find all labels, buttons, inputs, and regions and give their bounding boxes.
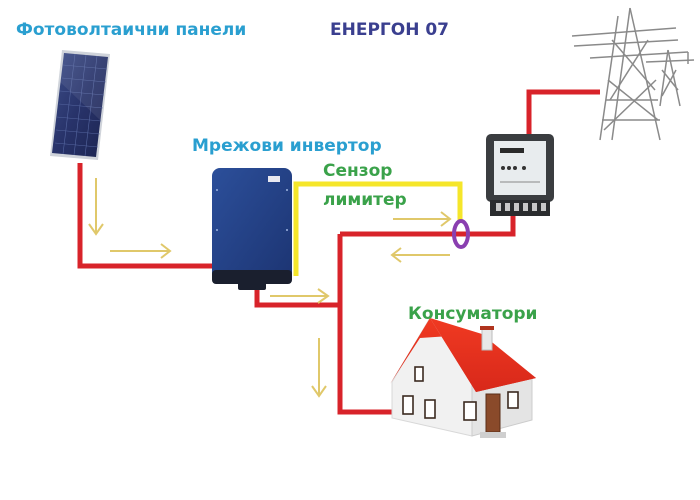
inverter-icon — [212, 168, 292, 290]
bus-to-meter-line — [340, 212, 516, 237]
arrow-right-icon — [110, 243, 172, 259]
solar-panel-icon — [50, 50, 110, 160]
arrow-right-icon — [270, 288, 330, 304]
diagram-title: ЕНЕРГОН 07 — [330, 20, 449, 40]
pv-panels-label: Фотоволтаични панели — [16, 20, 247, 40]
power-tower-icon — [571, 7, 695, 141]
inverter-label: Мрежови инвертор — [192, 136, 382, 156]
power-lines — [77, 89, 600, 415]
inverter-output-line — [254, 285, 340, 308]
consumers-label: Консуматори — [408, 304, 538, 324]
arrow-left-icon — [390, 247, 450, 263]
sensor-label-line1: Сензор — [323, 161, 393, 181]
pv-to-inverter-line — [77, 163, 215, 269]
sensor-line — [293, 181, 463, 276]
arrow-down-icon — [88, 178, 104, 236]
electricity-meter-icon — [486, 134, 554, 216]
current-clamp-icon — [452, 219, 470, 249]
sensor-label-line2: лимитер — [323, 190, 407, 210]
arrow-down-icon — [311, 338, 327, 398]
arrow-right-icon — [393, 211, 452, 227]
bus-to-house-line — [337, 234, 392, 415]
meter-to-grid-line — [526, 89, 600, 135]
flow-arrows — [88, 178, 452, 398]
house-icon — [390, 317, 536, 438]
